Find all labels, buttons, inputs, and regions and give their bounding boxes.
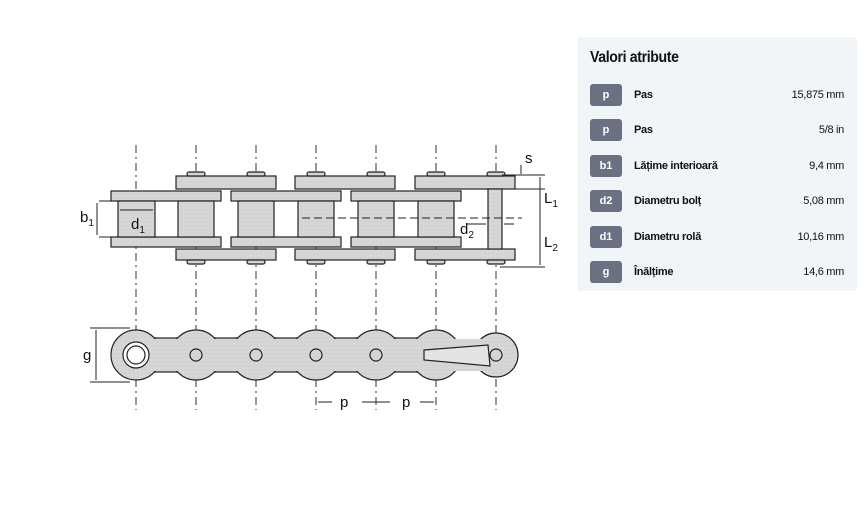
pin-head — [306, 171, 326, 177]
attribute-value: 10,16 mm — [797, 230, 844, 243]
label-g: g — [83, 347, 91, 364]
chain-top-view — [110, 171, 516, 265]
pin-head — [186, 171, 206, 177]
roller — [357, 200, 395, 238]
pin-end — [249, 348, 263, 362]
pin-head — [186, 259, 206, 265]
pin-end — [369, 348, 383, 362]
attribute-value: 14,6 mm — [803, 266, 844, 279]
label-d2: d2 — [460, 221, 474, 241]
outer-plate-top — [294, 175, 396, 190]
attribute-badge: d2 — [590, 190, 622, 213]
attribute-row: d2 Diametru bolț 5,08 mm — [590, 184, 844, 220]
pin-head — [246, 171, 266, 177]
label-s: s — [525, 150, 533, 167]
outer-plate-top — [175, 175, 277, 190]
attribute-name: Pas — [634, 124, 653, 137]
attribute-name: Lățime interioară — [634, 159, 718, 172]
attribute-name: Înălțime — [634, 266, 674, 279]
attribute-value: 15,875 mm — [791, 88, 845, 101]
attribute-row: b1 Lățime interioară 9,4 mm — [590, 148, 844, 184]
label-L1: L1 — [544, 190, 558, 210]
panel-title: Valori atribute — [590, 49, 679, 66]
pin-end — [189, 348, 203, 362]
roller — [237, 200, 275, 238]
inner-plate-top — [110, 190, 222, 202]
inner-plate-bottom — [350, 236, 462, 248]
roller — [417, 200, 455, 238]
pin-head — [366, 259, 386, 265]
inner-plate-top — [230, 190, 342, 202]
label-L2: L2 — [544, 234, 558, 254]
label-d1: d1 — [131, 216, 145, 236]
pin-head — [486, 171, 506, 177]
attribute-badge: g — [590, 261, 622, 284]
attribute-badge: d1 — [590, 225, 622, 248]
attribute-name: Diametru rolă — [634, 230, 702, 243]
attribute-name: Pas — [634, 88, 653, 101]
attribute-value: 5/8 in — [818, 124, 844, 137]
pin-head — [486, 259, 506, 265]
attribute-value: 5,08 mm — [803, 195, 844, 208]
roller — [177, 200, 215, 238]
pin-head — [306, 259, 326, 265]
attribute-row: d1 Diametru rolă 10,16 mm — [590, 219, 844, 255]
roller-bore-inner — [126, 345, 146, 365]
pin — [487, 188, 503, 250]
roller — [297, 200, 335, 238]
label-b1: b1 — [80, 209, 94, 229]
pin-head — [366, 171, 386, 177]
chain-side-view — [110, 329, 519, 381]
attribute-row: p Pas 5/8 in — [590, 113, 844, 149]
inner-plate-bottom — [230, 236, 342, 248]
outer-plate-bottom — [294, 248, 396, 261]
inner-plate-bottom — [110, 236, 222, 248]
dimension-lines — [90, 165, 545, 403]
attribute-name: Diametru bolț — [634, 195, 701, 208]
label-p2: p — [402, 394, 410, 411]
pin-end — [489, 348, 503, 362]
outer-plate-bottom — [414, 248, 516, 261]
attribute-badge: p — [590, 119, 622, 142]
roller — [117, 200, 156, 238]
label-p1: p — [340, 394, 348, 411]
chain-diagram: s L1 L2 b1 d1 d2 g p p — [80, 145, 558, 411]
attribute-row: p Pas 15,875 mm — [590, 77, 844, 113]
outer-plate-bottom — [175, 248, 277, 261]
pin-head — [426, 259, 446, 265]
pin-end — [309, 348, 323, 362]
attribute-row: g Înălțime 14,6 mm — [590, 255, 844, 291]
pin-head — [426, 171, 446, 177]
inner-plate-top — [350, 190, 462, 202]
attribute-badge: p — [590, 83, 622, 106]
attribute-badge: b1 — [590, 154, 622, 177]
pin-head — [246, 259, 266, 265]
spring-clip — [423, 344, 491, 367]
outer-plate-top — [414, 175, 516, 190]
attribute-value: 9,4 mm — [809, 159, 844, 172]
